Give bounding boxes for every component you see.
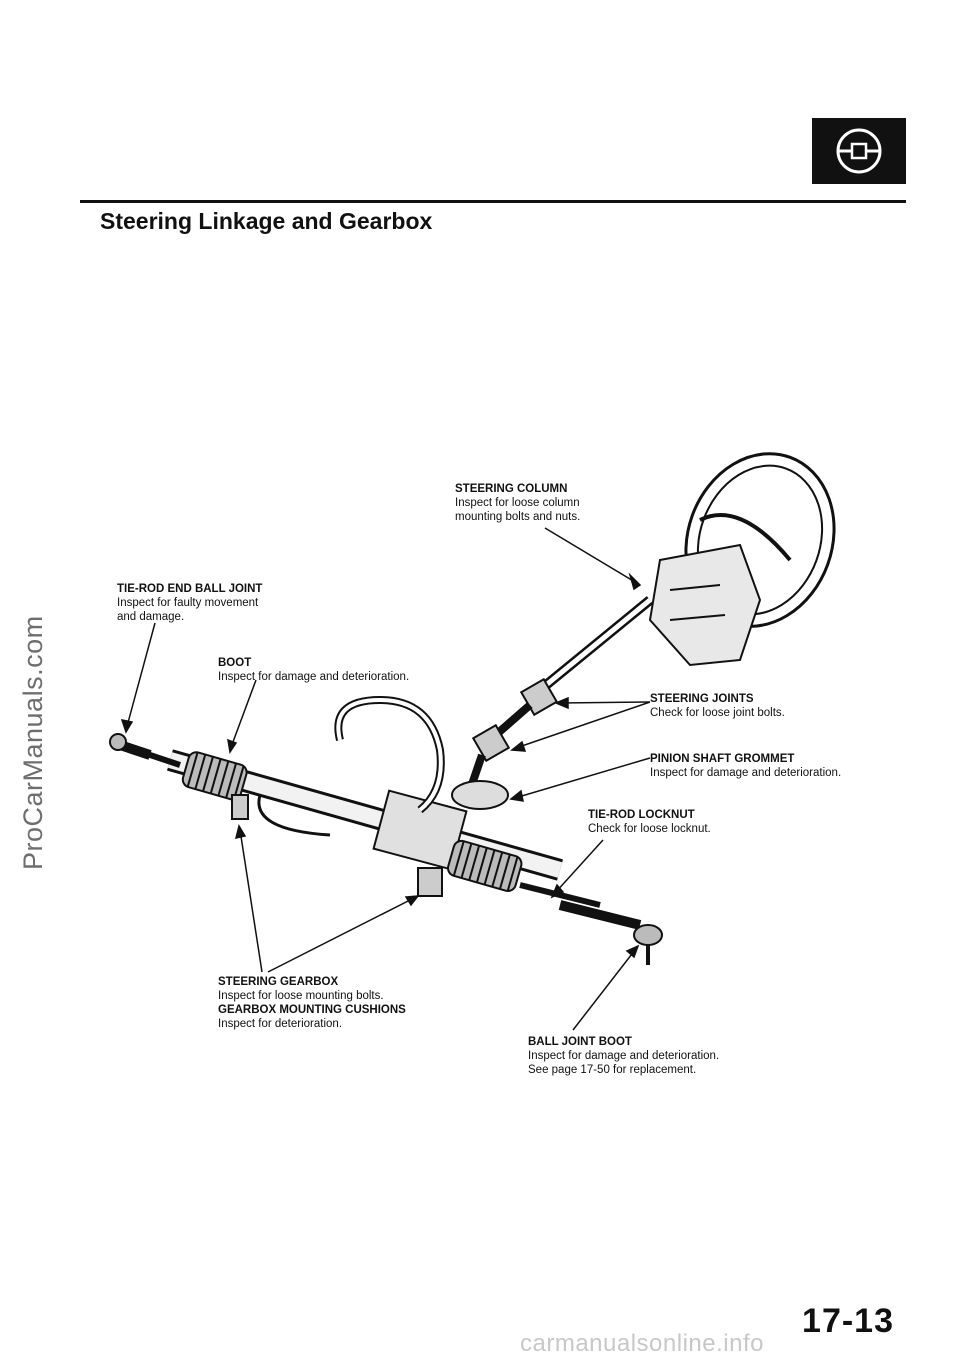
- callout-steering-gearbox: STEERING GEARBOX Inspect for loose mount…: [218, 976, 406, 1030]
- callout-pinion-shaft-grommet: PINION SHAFT GROMMET Inspect for damage …: [650, 753, 842, 779]
- callout-tie-rod-locknut: TIE-ROD LOCKNUT Check for loose locknut.: [588, 809, 711, 835]
- callout-steering-joints: STEERING JOINTS Check for loose joint bo…: [650, 693, 785, 719]
- callout-boot: BOOT Inspect for damage and deterioratio…: [218, 657, 410, 683]
- callout-ball-joint-boot: BALL JOINT BOOT Inspect for damage and d…: [528, 1036, 720, 1076]
- footer-watermark: carmanualsonline.info: [520, 1330, 764, 1357]
- header-rule: [80, 200, 906, 203]
- callout-steering-column: STEERING COLUMN Inspect for loose column…: [455, 483, 581, 523]
- page-number: 17-13: [802, 1302, 894, 1340]
- callout-tie-rod-end-ball-joint: TIE-ROD END BALL JOINT Inspect for fault…: [117, 583, 263, 623]
- section-icon: [812, 118, 906, 184]
- steering-wheel-icon: [836, 128, 882, 174]
- page-title: Steering Linkage and Gearbox: [100, 208, 433, 234]
